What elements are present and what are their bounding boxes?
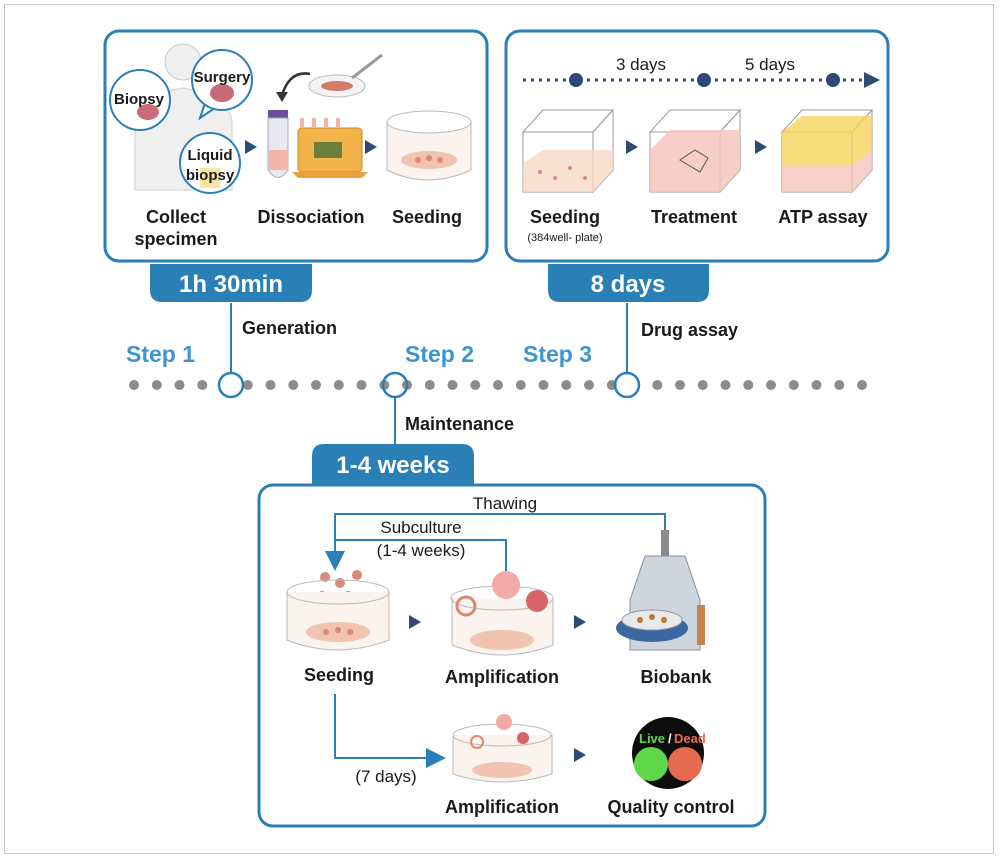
timeline-dot — [766, 380, 776, 390]
liquid-biopsy-label: biopsy — [186, 167, 235, 184]
seeding-label-1: Seeding — [392, 207, 462, 227]
badge-duration-1-text: 1h 30min — [179, 271, 283, 298]
timeline-dot — [788, 380, 799, 390]
plate-label: (384well- plate) — [527, 232, 602, 244]
amplification-label-1: Amplification — [445, 667, 559, 687]
live-label: Live — [639, 731, 665, 746]
treatment-label: Treatment — [651, 207, 737, 227]
timeline-dot — [470, 380, 481, 390]
surgery-bubble: Surgery — [191, 49, 253, 121]
dissociation-illustration — [267, 53, 383, 178]
timeline-dot — [447, 380, 458, 390]
timeline-dot — [151, 380, 162, 390]
badge-duration-3 — [312, 444, 474, 484]
days-5-label: 5 days — [745, 55, 795, 74]
timeline-dot — [265, 380, 276, 390]
timeline-dot — [811, 380, 822, 390]
dissociation-label: Dissociation — [257, 207, 364, 227]
step-1-label: Step 1 — [126, 341, 195, 367]
seven-days-label: (7 days) — [355, 767, 416, 786]
well-cube-treatment — [648, 108, 742, 194]
step-2-label: Step 2 — [405, 341, 474, 367]
amplification-label-2: Amplification — [445, 797, 559, 817]
timeline-dot — [652, 380, 663, 390]
timeline-dot — [743, 380, 754, 390]
drug-timeline-arrowhead-icon — [864, 72, 880, 88]
dead-label: Dead — [674, 731, 706, 746]
arrow-to-dissociation-icon — [245, 140, 257, 154]
seeding-label-2: Seeding — [530, 207, 600, 227]
main-timeline-dots — [129, 380, 867, 390]
seeding-dish-illustration — [386, 110, 472, 181]
timeline-dot — [697, 380, 708, 390]
arrow-to-amplification-icon — [409, 615, 421, 629]
timeline-dot — [379, 380, 390, 390]
subculture-duration-label: (1-4 weeks) — [377, 541, 466, 560]
timeline-dot — [242, 380, 253, 390]
timeline-node-3 — [826, 73, 840, 87]
amplification-dish — [450, 571, 554, 656]
quality-control-label: Quality control — [607, 797, 734, 817]
timeline-dot — [333, 380, 344, 390]
seeding-label-3: Seeding — [304, 665, 374, 685]
well-cube-atp — [780, 108, 874, 194]
timeline-dot — [424, 380, 435, 390]
liquid-label: Liquid — [188, 147, 233, 164]
timeline-dot — [288, 380, 299, 390]
timeline-dot — [675, 380, 685, 390]
timeline-dot — [834, 380, 845, 390]
timeline-dot — [356, 380, 367, 390]
biobank-illustration — [616, 530, 705, 651]
arrow-to-qc-icon — [574, 748, 586, 762]
live-dead-stain: Live / Dead — [632, 717, 706, 789]
thawing-label: Thawing — [473, 494, 537, 513]
drug-assay-label: Drug assay — [641, 320, 738, 340]
arrow-to-atp-icon — [755, 140, 767, 154]
biopsy-label: Biopsy — [114, 91, 165, 108]
timeline-dot — [561, 380, 572, 390]
specimen-label: specimen — [134, 229, 217, 249]
timeline-dot — [197, 380, 208, 390]
arrow-to-biobank-icon — [574, 615, 586, 629]
step-3-label: Step 3 — [523, 341, 592, 367]
subculture-label: Subculture — [380, 518, 461, 537]
arrow-to-seeding-icon — [365, 140, 377, 154]
surgery-label: Surgery — [194, 69, 251, 86]
timeline-dot — [493, 380, 503, 390]
collect-label: Collect — [146, 207, 206, 227]
timeline-dot — [584, 380, 594, 390]
badge-duration-2-text: 8 days — [591, 271, 666, 298]
badge-duration-2 — [548, 264, 709, 302]
arrow-to-treatment-icon — [626, 140, 638, 154]
maintenance-label: Maintenance — [405, 414, 514, 434]
step-1-marker — [217, 371, 245, 399]
biopsy-bubble: Biopsy — [109, 69, 171, 131]
subculture-line — [335, 539, 507, 575]
slash-label: / — [668, 731, 672, 746]
generation-label: Generation — [242, 318, 337, 338]
days-3-label: 3 days — [616, 55, 666, 74]
timeline-node-1 — [569, 73, 583, 87]
badge-duration-1 — [150, 264, 312, 302]
timeline-dot — [538, 380, 549, 390]
timeline-dot — [129, 380, 139, 390]
timeline-dot — [515, 380, 526, 390]
figure-frame — [4, 4, 994, 854]
timeline-dot — [174, 380, 185, 390]
amplification-dish-2 — [452, 714, 553, 783]
timeline-dot — [857, 380, 867, 390]
atp-assay-label: ATP assay — [778, 207, 867, 227]
badge-duration-3-text: 1-4 weeks — [336, 452, 449, 479]
timeline-dot — [311, 380, 321, 390]
liquid-biopsy-bubble: Liquid biopsy — [179, 132, 241, 194]
step-3-marker — [613, 371, 641, 399]
qc-branch-line — [334, 694, 446, 768]
thawing-line — [325, 513, 666, 571]
maintenance-seeding-dish — [286, 570, 390, 651]
well-cube-seeding — [521, 108, 615, 194]
biobank-label: Biobank — [640, 667, 712, 687]
timeline-dot — [720, 380, 731, 390]
timeline-node-2 — [697, 73, 711, 87]
